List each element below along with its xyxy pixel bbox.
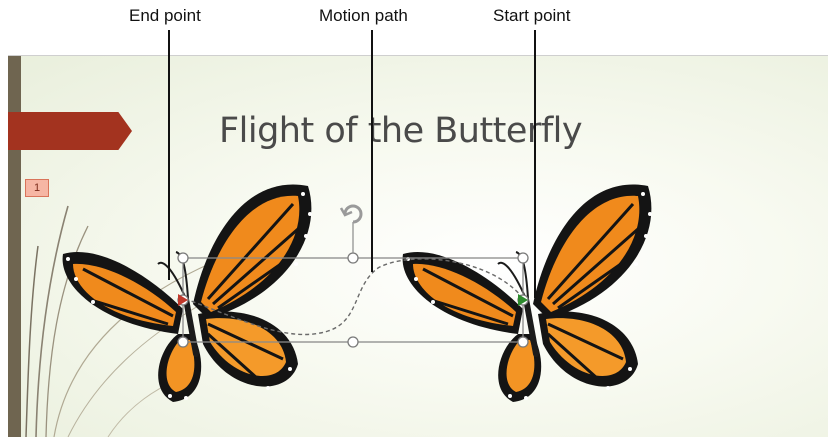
slide-canvas[interactable]: Flight of the Butterfly 1 xyxy=(8,55,828,437)
handle-top-left xyxy=(178,253,188,263)
callout-end-point: End point xyxy=(129,6,201,26)
motion-path-line xyxy=(183,259,523,335)
callout-start-point: Start point xyxy=(493,6,571,26)
handle-bottom-middle xyxy=(348,337,358,347)
callout-motion-path: Motion path xyxy=(319,6,408,26)
rotate-icon xyxy=(341,206,361,222)
motion-path-bounding-box xyxy=(183,258,523,342)
callout-line-end-point xyxy=(168,30,170,280)
handle-bottom-right xyxy=(518,337,528,347)
handle-top-right xyxy=(518,253,528,263)
callout-line-motion-path xyxy=(371,30,373,272)
motion-path-overlay xyxy=(8,56,828,437)
handle-top-middle xyxy=(348,253,358,263)
callout-line-start-point xyxy=(534,30,536,298)
handle-bottom-left xyxy=(178,337,188,347)
